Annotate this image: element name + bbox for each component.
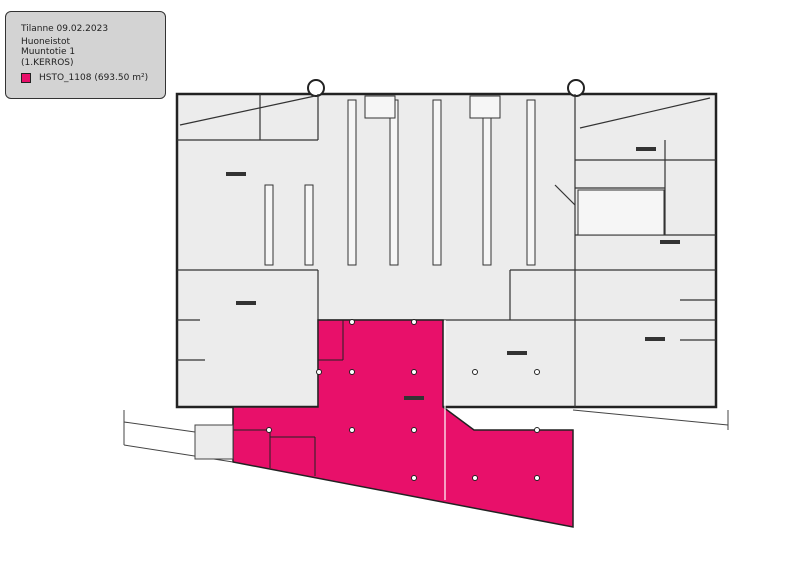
room-tags bbox=[226, 147, 680, 400]
storage-racks bbox=[264, 95, 665, 266]
unit-hsto-1108-walls bbox=[233, 320, 344, 476]
legend-address: Muuntotie 1 bbox=[21, 47, 76, 57]
legend-item-label: HSTO_1108 (693.50 m²) bbox=[39, 73, 149, 83]
building-outline bbox=[175, 92, 718, 409]
legend-category: Huoneistot bbox=[21, 36, 70, 47]
legend-item-hsto-1108[interactable]: HSTO_1108 (693.50 m²) bbox=[21, 73, 165, 84]
site-lines bbox=[123, 409, 729, 463]
stair-tower-icon bbox=[567, 79, 585, 97]
legend-panel: Tilanne 09.02.2023 Huoneistot Muuntotie … bbox=[5, 11, 166, 99]
legend-floor: (1.KERROS) bbox=[21, 57, 74, 68]
stair-tower-icon bbox=[307, 79, 325, 97]
legend-date: Tilanne 09.02.2023 bbox=[21, 24, 109, 34]
columns bbox=[266, 319, 540, 481]
legend-swatch bbox=[21, 73, 31, 84]
